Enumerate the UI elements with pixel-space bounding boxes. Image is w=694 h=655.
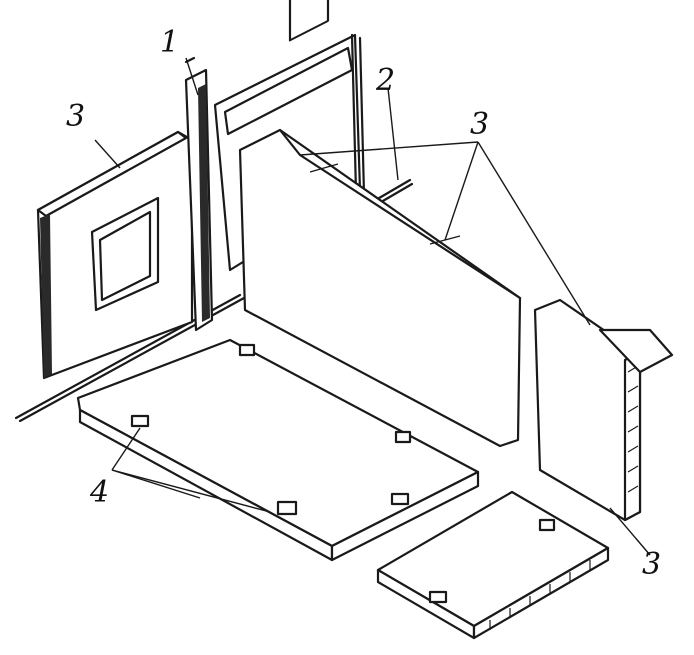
vertical-post: [184, 56, 214, 332]
label-3-left: 3: [66, 99, 86, 134]
right-panel: [533, 298, 674, 522]
left-window-panel: [36, 130, 194, 380]
floor-slab-small: [376, 490, 610, 640]
label-3-bottom: 3: [642, 547, 662, 582]
label-1: 1: [160, 25, 180, 60]
leader-lines: [94, 57, 651, 556]
label-4: 4: [90, 475, 110, 510]
small-slab-hatching: [489, 560, 591, 630]
floor-slab-large: [76, 338, 480, 562]
label-3-top: 3: [470, 107, 490, 142]
label-2: 2: [376, 63, 396, 98]
